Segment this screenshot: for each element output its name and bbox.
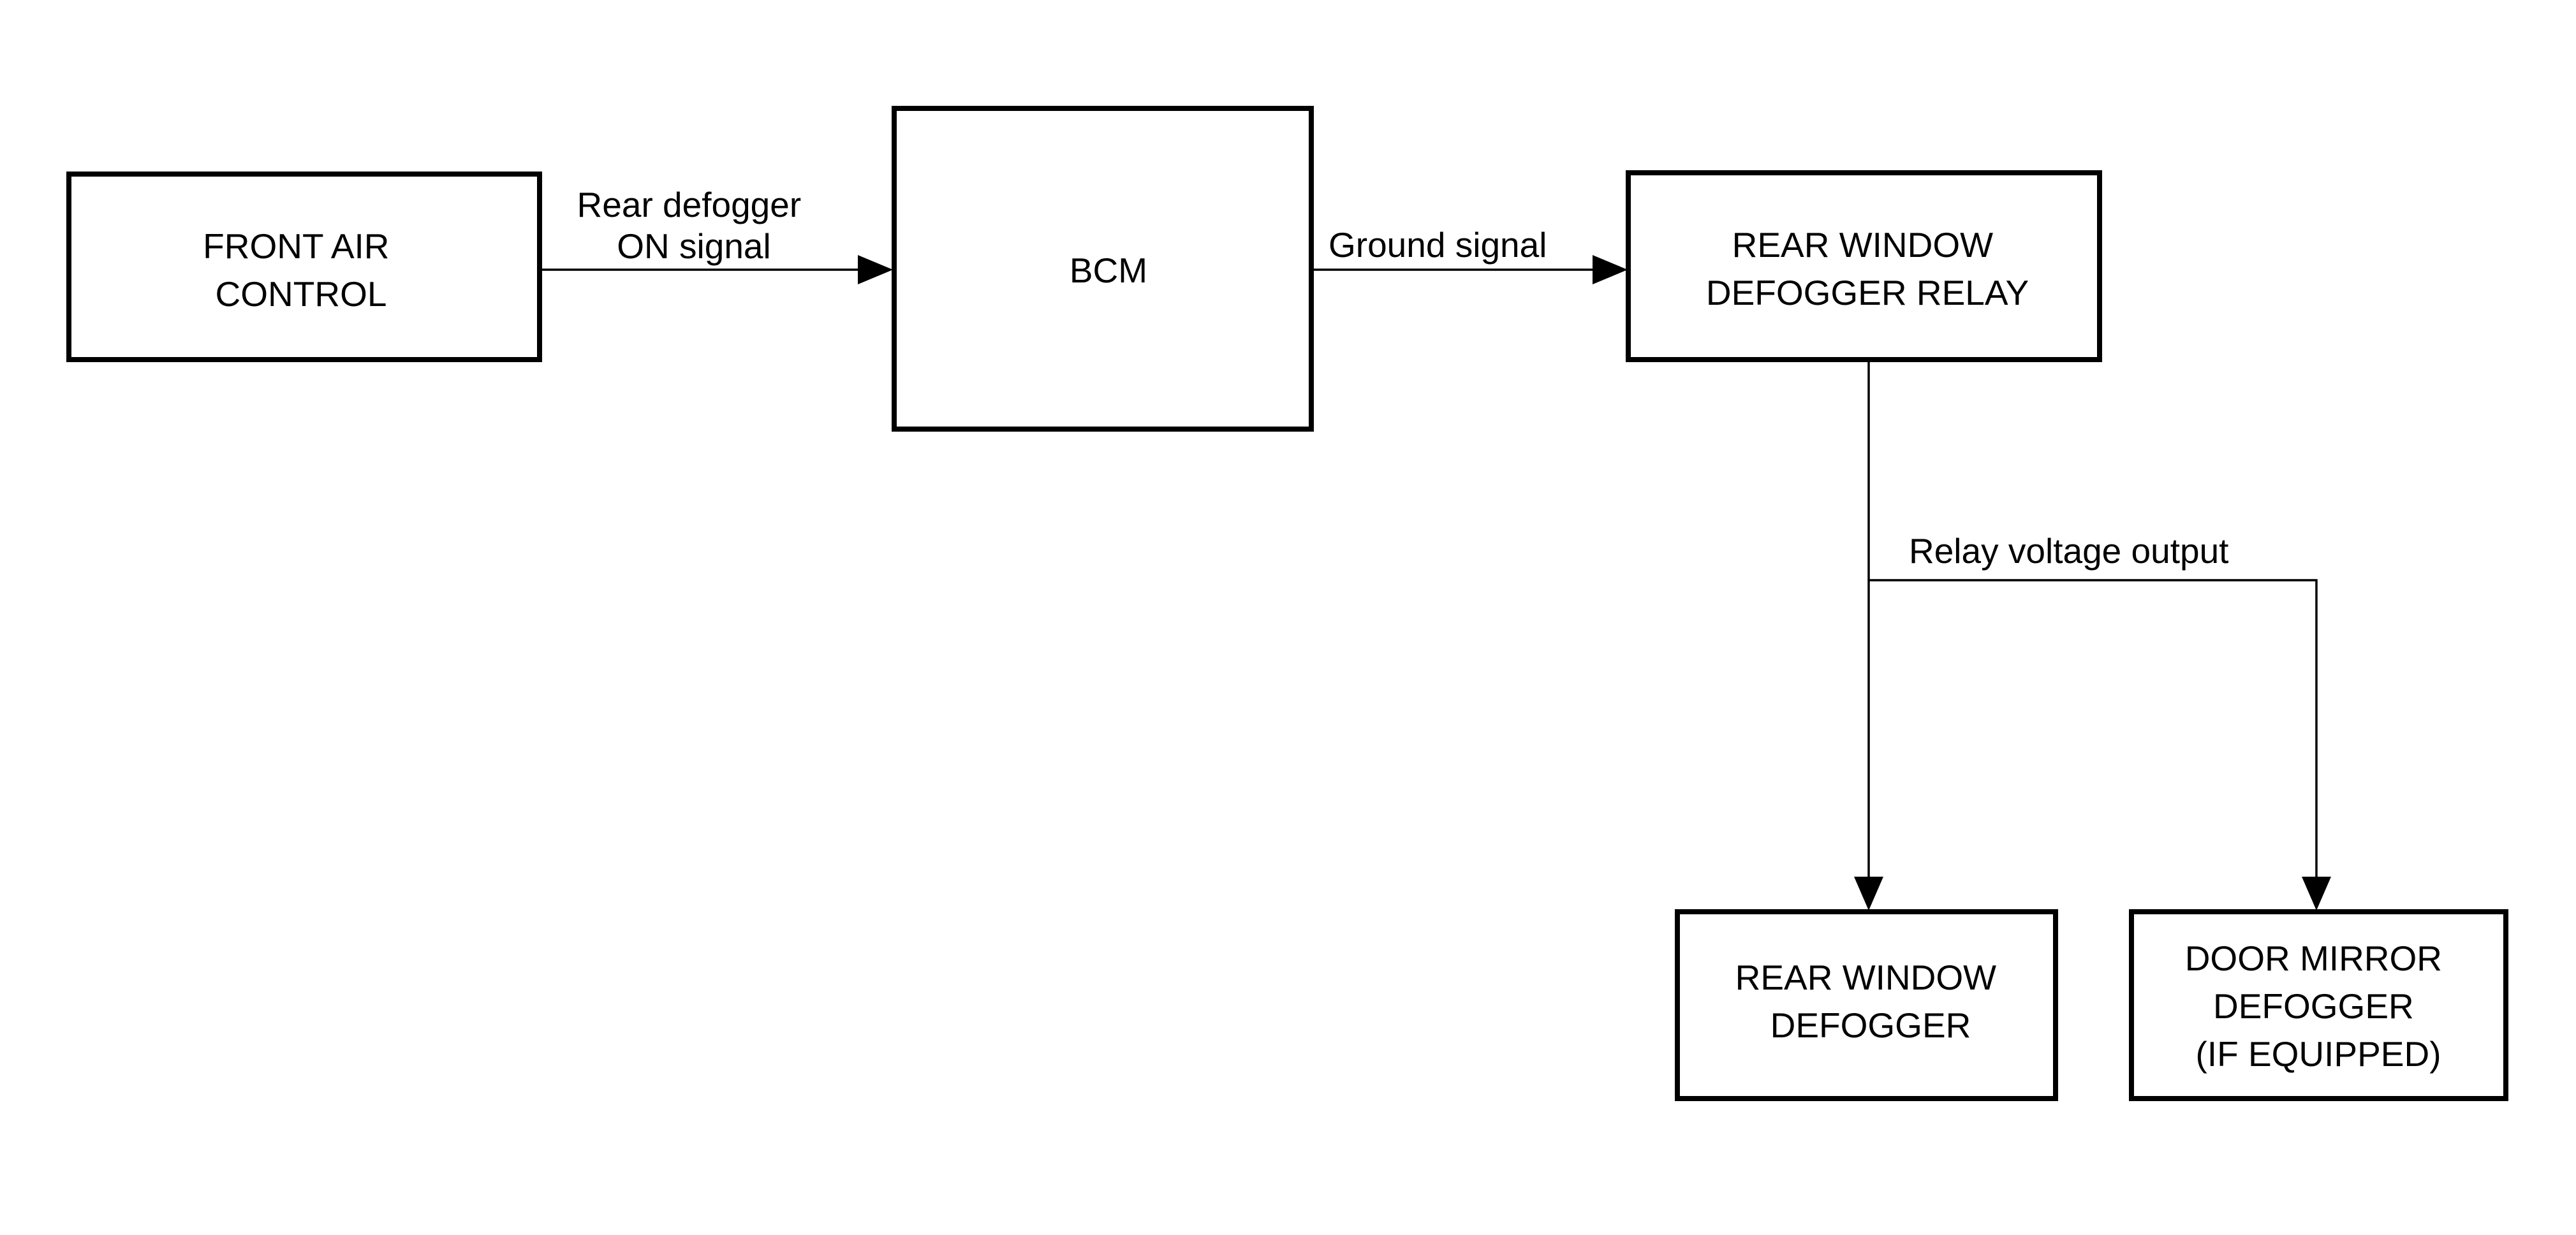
rear-window-defogger-label: REAR WINDOW DEFOGGER [1735, 958, 2006, 1045]
front-air-control-box [66, 172, 542, 362]
block-rear-window-defogger-relay: REAR WINDOW DEFOGGER RELAY [1626, 170, 2102, 362]
arrowhead-to-bcm [858, 255, 893, 284]
connections [540, 255, 2331, 910]
door-mirror-defogger-box [2129, 909, 2508, 1101]
rear-defogger-on-signal-label: Rear defogger ON signal [577, 185, 811, 266]
block-bcm: BCM [892, 106, 1314, 432]
relay-voltage-output-label: Relay voltage output [1909, 531, 2228, 571]
block-front-air-control: FRONT AIR CONTROL [66, 172, 542, 362]
rear-window-defogger-relay-label: REAR WINDOW DEFOGGER RELAY [1706, 225, 2029, 312]
door-mirror-defogger-label: DOOR MIRROR DEFOGGER (IF EQUIPPED) [2185, 939, 2452, 1074]
wire-branch-to-door-mirror [1869, 579, 2318, 877]
bcm-label: BCM [1070, 251, 1147, 290]
front-air-control-label: FRONT AIR CONTROL [203, 226, 399, 314]
rear-window-defogger-relay-box [1626, 170, 2102, 362]
arrowhead-to-rear-defogger [1854, 877, 1883, 910]
arrowhead-to-relay [1593, 255, 1628, 284]
arrowhead-to-door-mirror [2302, 877, 2331, 910]
bcm-box [892, 106, 1314, 432]
block-rear-window-defogger: REAR WINDOW DEFOGGER [1675, 909, 2058, 1101]
rear-window-defogger-box [1675, 909, 2058, 1101]
block-door-mirror-defogger: DOOR MIRROR DEFOGGER (IF EQUIPPED) [2129, 909, 2508, 1101]
ground-signal-label: Ground signal [1328, 225, 1547, 265]
